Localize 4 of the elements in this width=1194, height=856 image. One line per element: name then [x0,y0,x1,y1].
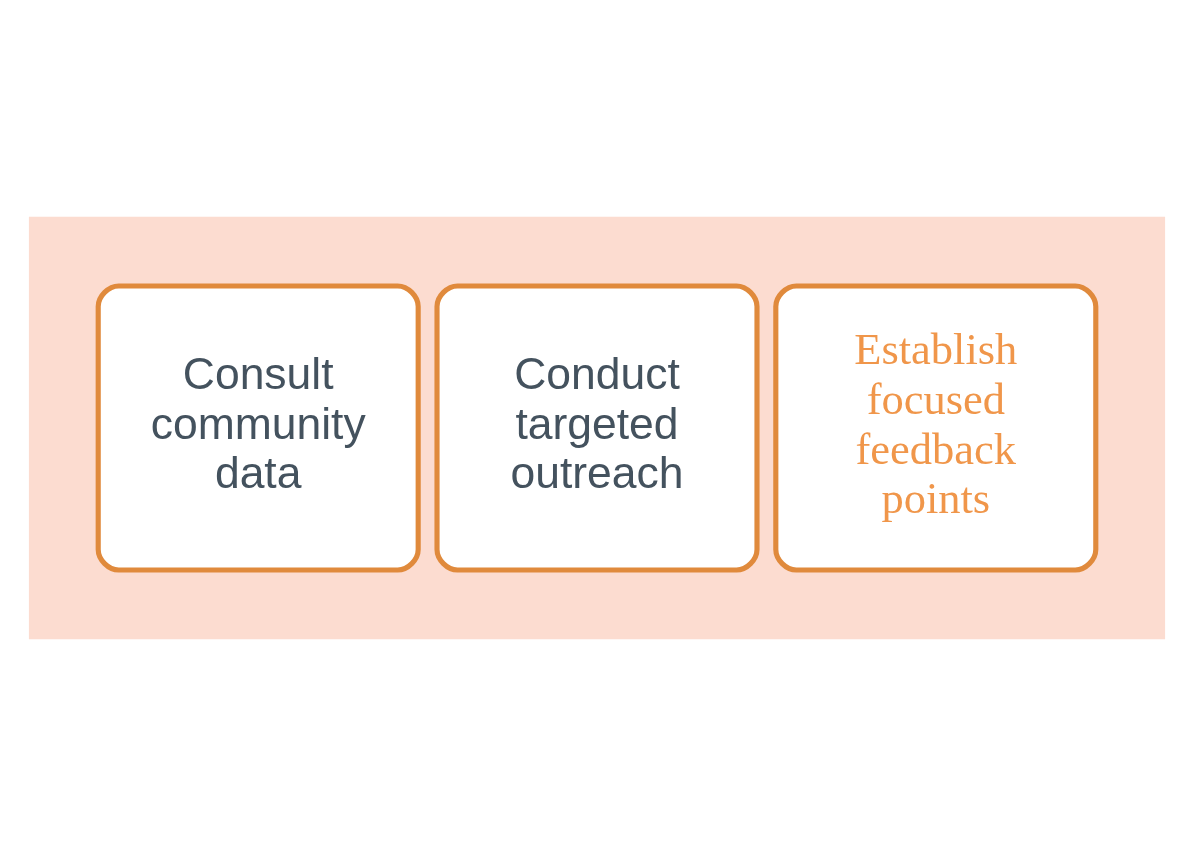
node-box: Conduct targeted outreach [434,283,760,573]
node-box: Establish focused feedback points [773,283,1099,573]
cluster [28,216,1166,640]
node-box: Consult community data [95,283,421,573]
